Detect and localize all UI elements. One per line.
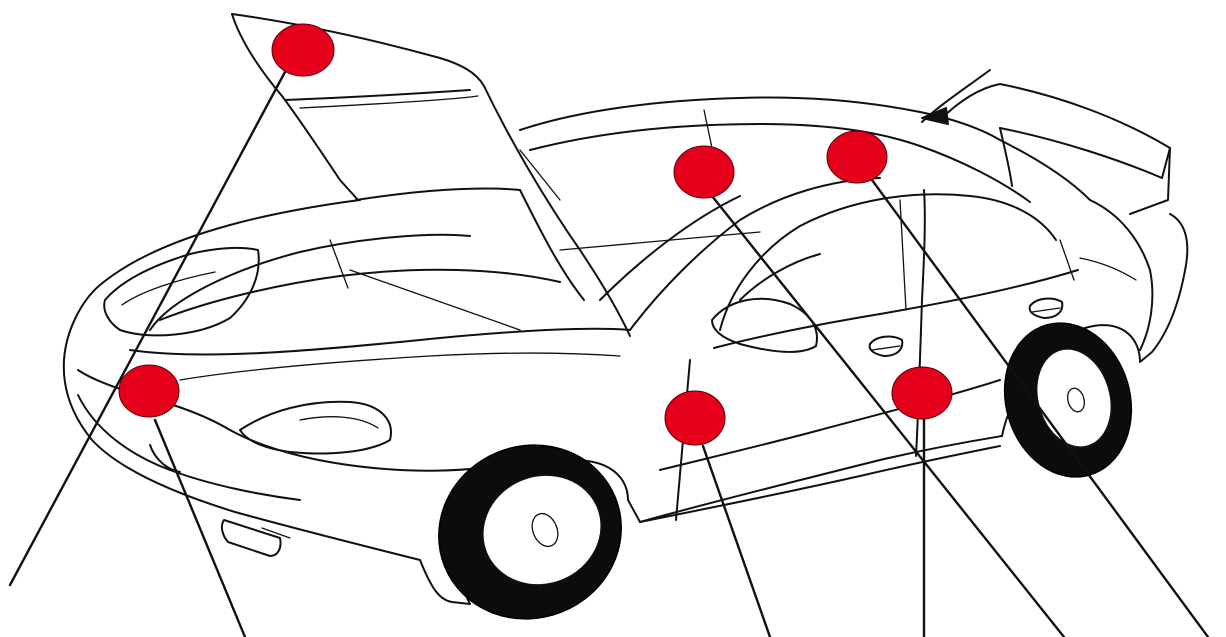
marker-front-door <box>665 391 725 445</box>
marker-front-corner <box>119 365 179 417</box>
leader-line-front-door <box>703 446 770 637</box>
marker-windshield-pillar <box>674 146 734 198</box>
leader-line-hood-top <box>10 72 285 585</box>
marker-roof-rear <box>827 131 887 183</box>
leader-line-front-corner <box>155 420 245 637</box>
front-wheel <box>412 418 647 637</box>
rear-wheel <box>987 308 1149 492</box>
markers <box>119 24 952 445</box>
marker-rear-door <box>892 367 952 419</box>
marker-hood-top <box>272 24 334 76</box>
car-body <box>64 14 1188 604</box>
